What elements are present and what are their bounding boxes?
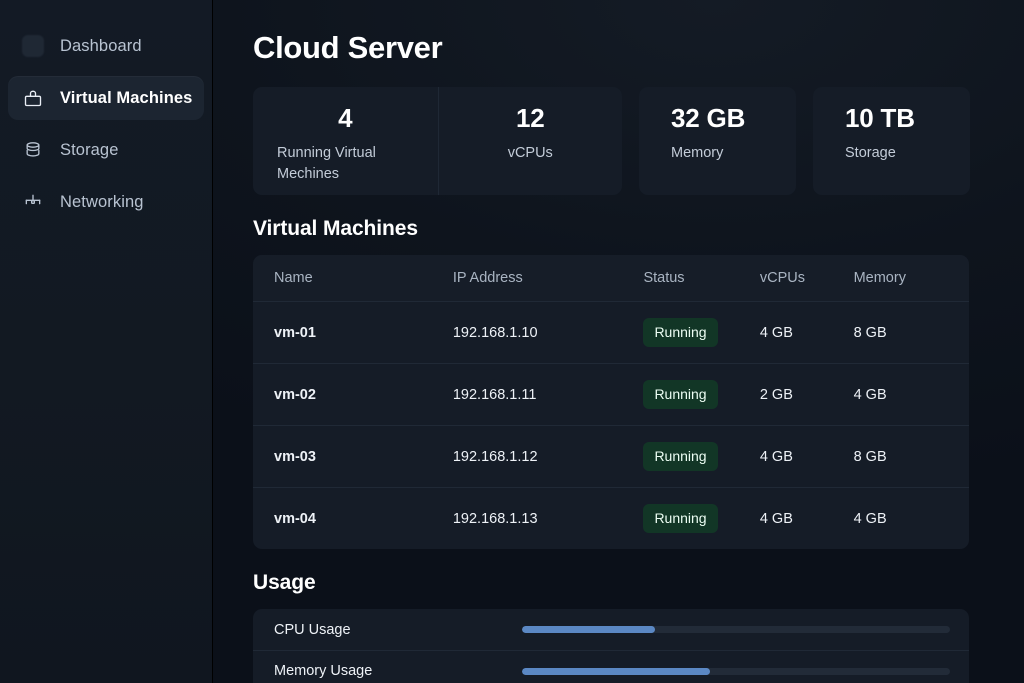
status-badge: Running: [643, 380, 717, 409]
usage-label: CPU Usage: [274, 622, 522, 638]
cell-ip: 192.168.1.11: [453, 364, 644, 426]
stat-label: vCPUs: [463, 143, 599, 164]
dashboard-grid-icon: [22, 35, 44, 57]
sidebar-item-label: Storage: [60, 141, 119, 160]
database-stack-icon: [22, 139, 44, 161]
page-title: Cloud Server: [253, 30, 969, 66]
cell-status: Running: [643, 488, 759, 550]
table-header-row: Name IP Address Status vCPUs Memory: [253, 255, 969, 302]
stat-value: 10 TB: [845, 103, 970, 134]
column-header-ip[interactable]: IP Address: [453, 255, 644, 302]
usage-card: CPU Usage Memory Usage Storage Usage: [253, 609, 969, 683]
stat-card-storage[interactable]: 10 TB Storage: [813, 87, 970, 195]
sidebar-item-networking[interactable]: Networking: [8, 180, 204, 224]
stats-row: 4 Running Virtual Mechines 12 vCPUs 32 G…: [253, 87, 969, 195]
cell-name: vm-02: [253, 364, 453, 426]
vm-section-title: Virtual Machines: [253, 217, 969, 241]
column-header-vcpus[interactable]: vCPUs: [760, 255, 854, 302]
cell-memory: 8 GB: [854, 426, 969, 488]
cell-name: vm-03: [253, 426, 453, 488]
vm-table-head: Name IP Address Status vCPUs Memory: [253, 255, 969, 302]
stat-value: 4: [277, 103, 414, 134]
cell-ip: 192.168.1.13: [453, 488, 644, 550]
memory-usage-progress-track: [522, 668, 950, 675]
cell-memory: 4 GB: [854, 488, 969, 550]
cell-status: Running: [643, 302, 759, 364]
stat-label: Running Virtual Mechines: [277, 143, 414, 185]
server-box-icon: [22, 87, 44, 109]
table-row[interactable]: vm-03 192.168.1.12 Running 4 GB 8 GB: [253, 426, 969, 488]
stat-card-running-vms[interactable]: 4 Running Virtual Mechines: [253, 87, 438, 195]
sidebar-item-label: Networking: [60, 193, 144, 212]
cpu-usage-progress-track: [522, 626, 950, 633]
cell-memory: 8 GB: [854, 302, 969, 364]
sidebar-item-virtual-machines[interactable]: Virtual Machines: [8, 76, 204, 120]
cell-status: Running: [643, 364, 759, 426]
cell-memory: 4 GB: [854, 364, 969, 426]
cell-ip: 192.168.1.12: [453, 426, 644, 488]
cpu-usage-progress-fill: [522, 626, 655, 633]
stat-card-vcpus[interactable]: 12 vCPUs: [438, 87, 623, 195]
stat-label: Memory: [671, 143, 796, 164]
cell-name: vm-04: [253, 488, 453, 550]
usage-section-title: Usage: [253, 571, 969, 595]
sidebar-nav: Dashboard Virtual Machines: [0, 24, 212, 224]
column-header-status[interactable]: Status: [643, 255, 759, 302]
stat-card-memory[interactable]: 32 GB Memory: [639, 87, 796, 195]
sidebar-item-label: Virtual Machines: [60, 89, 192, 108]
stat-card-group: 4 Running Virtual Mechines 12 vCPUs: [253, 87, 622, 195]
usage-row-memory: Memory Usage: [253, 650, 969, 683]
column-header-memory[interactable]: Memory: [854, 255, 969, 302]
column-header-name[interactable]: Name: [253, 255, 453, 302]
cell-vcpus: 4 GB: [760, 488, 854, 550]
table-row[interactable]: vm-04 192.168.1.13 Running 4 GB 4 GB: [253, 488, 969, 550]
cell-vcpus: 2 GB: [760, 364, 854, 426]
vm-table-body: vm-01 192.168.1.10 Running 4 GB 8 GB vm-…: [253, 302, 969, 550]
table-row[interactable]: vm-01 192.168.1.10 Running 4 GB 8 GB: [253, 302, 969, 364]
stat-label: Storage: [845, 143, 970, 164]
cell-ip: 192.168.1.10: [453, 302, 644, 364]
sidebar: Dashboard Virtual Machines: [0, 0, 213, 683]
sidebar-item-label: Dashboard: [60, 37, 142, 56]
status-badge: Running: [643, 504, 717, 533]
cell-vcpus: 4 GB: [760, 302, 854, 364]
vm-table-card: Name IP Address Status vCPUs Memory vm-0…: [253, 255, 969, 549]
usage-row-cpu: CPU Usage: [253, 609, 969, 650]
vm-table: Name IP Address Status vCPUs Memory vm-0…: [253, 255, 969, 549]
cell-vcpus: 4 GB: [760, 426, 854, 488]
status-badge: Running: [643, 318, 717, 347]
cell-name: vm-01: [253, 302, 453, 364]
stat-value: 32 GB: [671, 103, 796, 134]
network-node-icon: [22, 191, 44, 213]
status-badge: Running: [643, 442, 717, 471]
memory-usage-progress-fill: [522, 668, 710, 675]
stat-value: 12: [463, 103, 599, 134]
table-row[interactable]: vm-02 192.168.1.11 Running 2 GB 4 GB: [253, 364, 969, 426]
sidebar-item-storage[interactable]: Storage: [8, 128, 204, 172]
main-content: Cloud Server 4 Running Virtual Mechines …: [213, 0, 1024, 683]
sidebar-item-dashboard[interactable]: Dashboard: [8, 24, 204, 68]
cell-status: Running: [643, 426, 759, 488]
usage-label: Memory Usage: [274, 663, 522, 679]
